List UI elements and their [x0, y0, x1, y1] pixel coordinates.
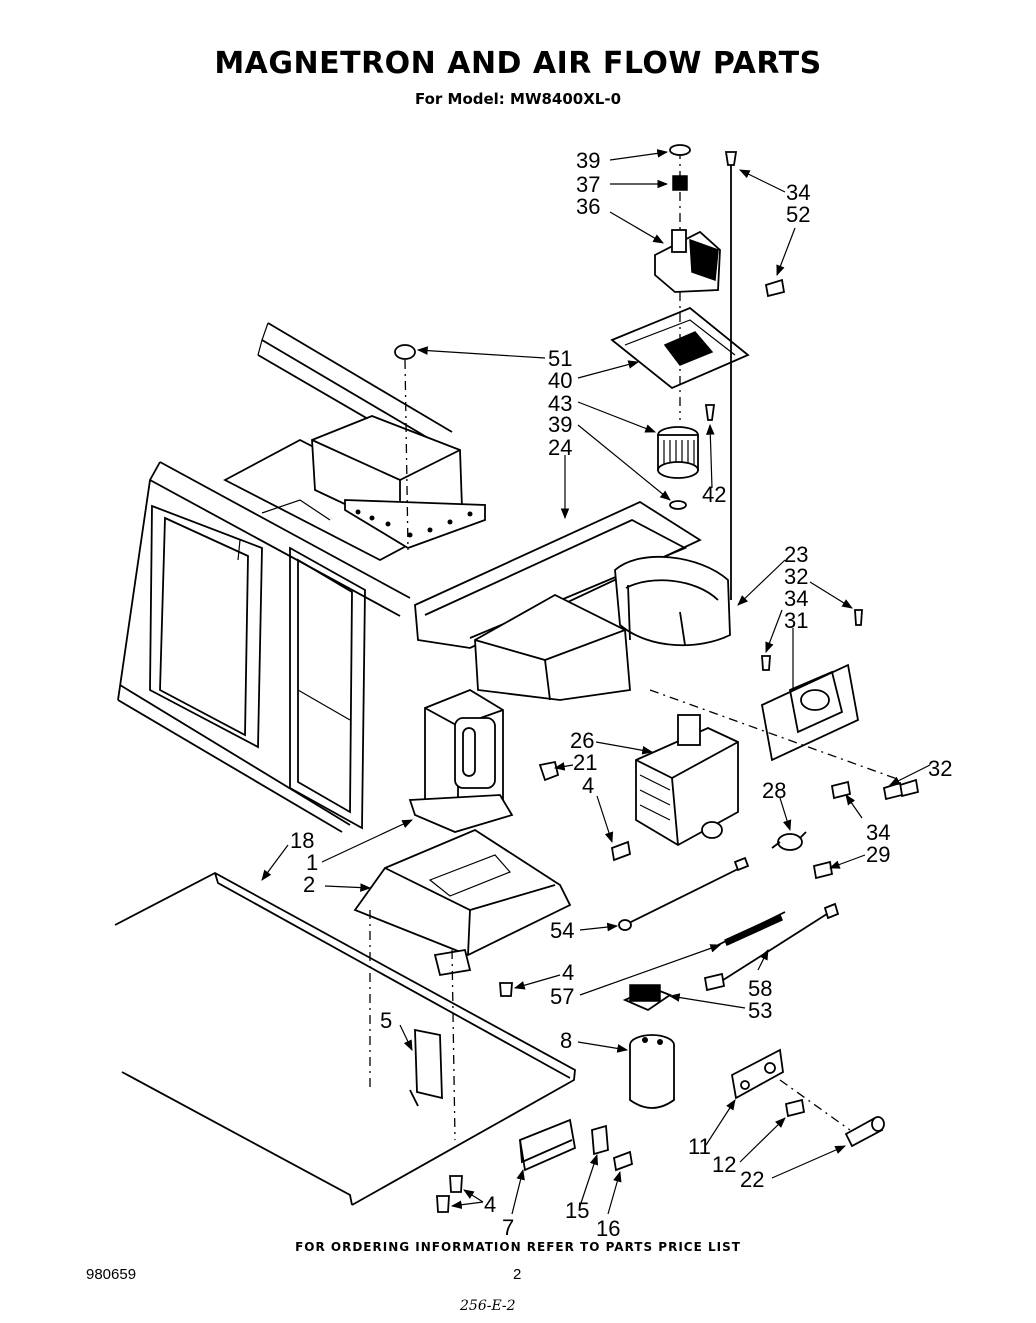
- callout-34-lower: 34: [866, 820, 890, 845]
- callout-18: 18: [290, 828, 314, 853]
- callout-4-top: 4: [582, 773, 594, 798]
- bracket-7: [518, 1118, 577, 1172]
- callout-7: 7: [502, 1215, 514, 1240]
- callout-37: 37: [576, 172, 600, 197]
- ordering-info-footer: FOR ORDERING INFORMATION REFER TO PARTS …: [295, 1240, 741, 1254]
- callout-12: 12: [712, 1152, 736, 1177]
- leader-lines: [261, 149, 931, 1215]
- document-number: 980659: [86, 1266, 137, 1283]
- fan-motor: [654, 150, 721, 293]
- callout-23: 23: [784, 542, 808, 567]
- waveguide-box: [311, 415, 486, 549]
- fan-blade: [657, 426, 699, 510]
- oven-cabinet: [117, 322, 457, 833]
- thermal-cutout: [771, 831, 807, 851]
- callout-51: 51: [548, 346, 572, 371]
- callout-42: 42: [702, 482, 726, 507]
- bracket-5: [409, 1028, 443, 1107]
- callout-29: 29: [866, 842, 890, 867]
- callout-43: 43: [548, 391, 572, 416]
- callout-34-mid: 34: [784, 586, 808, 611]
- callout-24: 24: [548, 435, 572, 460]
- callout-8: 8: [560, 1028, 572, 1053]
- callout-32-right: 32: [928, 756, 952, 781]
- callout-57: 57: [550, 984, 574, 1009]
- callout-52: 52: [786, 202, 810, 227]
- transformer: [408, 688, 514, 833]
- callout-39: 39: [576, 148, 600, 173]
- callout-2: 2: [303, 872, 315, 897]
- callout-39-lower: 39: [548, 412, 572, 437]
- callout-53: 53: [748, 998, 772, 1023]
- capacitor: [629, 1034, 675, 1109]
- callout-16: 16: [596, 1216, 620, 1241]
- screws: [394, 151, 920, 1213]
- washer-top: [669, 144, 691, 156]
- bushing: [672, 175, 688, 191]
- wire-harness: [618, 856, 840, 992]
- callout-26: 26: [570, 728, 594, 753]
- fuse: [844, 1116, 885, 1148]
- callout-15: 15: [565, 1198, 589, 1223]
- thermal-bracket: [649, 663, 901, 781]
- callout-22: 22: [740, 1167, 764, 1192]
- callout-5: 5: [380, 1008, 392, 1033]
- callout-36: 36: [576, 194, 600, 219]
- bottom-plate: [114, 871, 576, 1206]
- part-21: [538, 760, 560, 782]
- callout-11: 11: [688, 1134, 711, 1159]
- page-number: 2: [513, 1266, 522, 1283]
- callout-31: 31: [784, 608, 808, 633]
- callout-4-mid: 4: [562, 960, 574, 985]
- callout-1: 1: [306, 850, 318, 875]
- high-voltage-diode: [622, 984, 672, 1012]
- callout-58: 58: [748, 976, 772, 1001]
- callout-34: 34: [786, 180, 810, 205]
- page-title: MAGNETRON AND AIR FLOW PARTS: [214, 46, 822, 81]
- callout-21: 21: [573, 750, 597, 775]
- fuse-holder: [731, 1048, 851, 1131]
- motor-bracket: [610, 292, 750, 420]
- callout-4-bottom: 4: [484, 1192, 496, 1217]
- model-subtitle: For Model: MW8400XL-0: [414, 90, 622, 108]
- magnetron: [635, 714, 739, 847]
- callout-28: 28: [762, 778, 786, 803]
- callout-40: 40: [548, 368, 572, 393]
- clip-15: [591, 1124, 609, 1156]
- callout-labels: 39 37 36 34 52 51 40 43 39 24 42 23 32 3…: [290, 148, 952, 1241]
- transformer-base-plate: [353, 828, 572, 977]
- air-duct-assembly: [414, 500, 731, 701]
- callout-32: 32: [784, 564, 808, 589]
- handwritten-note: 256-E-2: [460, 1298, 516, 1314]
- callout-54: 54: [550, 918, 574, 943]
